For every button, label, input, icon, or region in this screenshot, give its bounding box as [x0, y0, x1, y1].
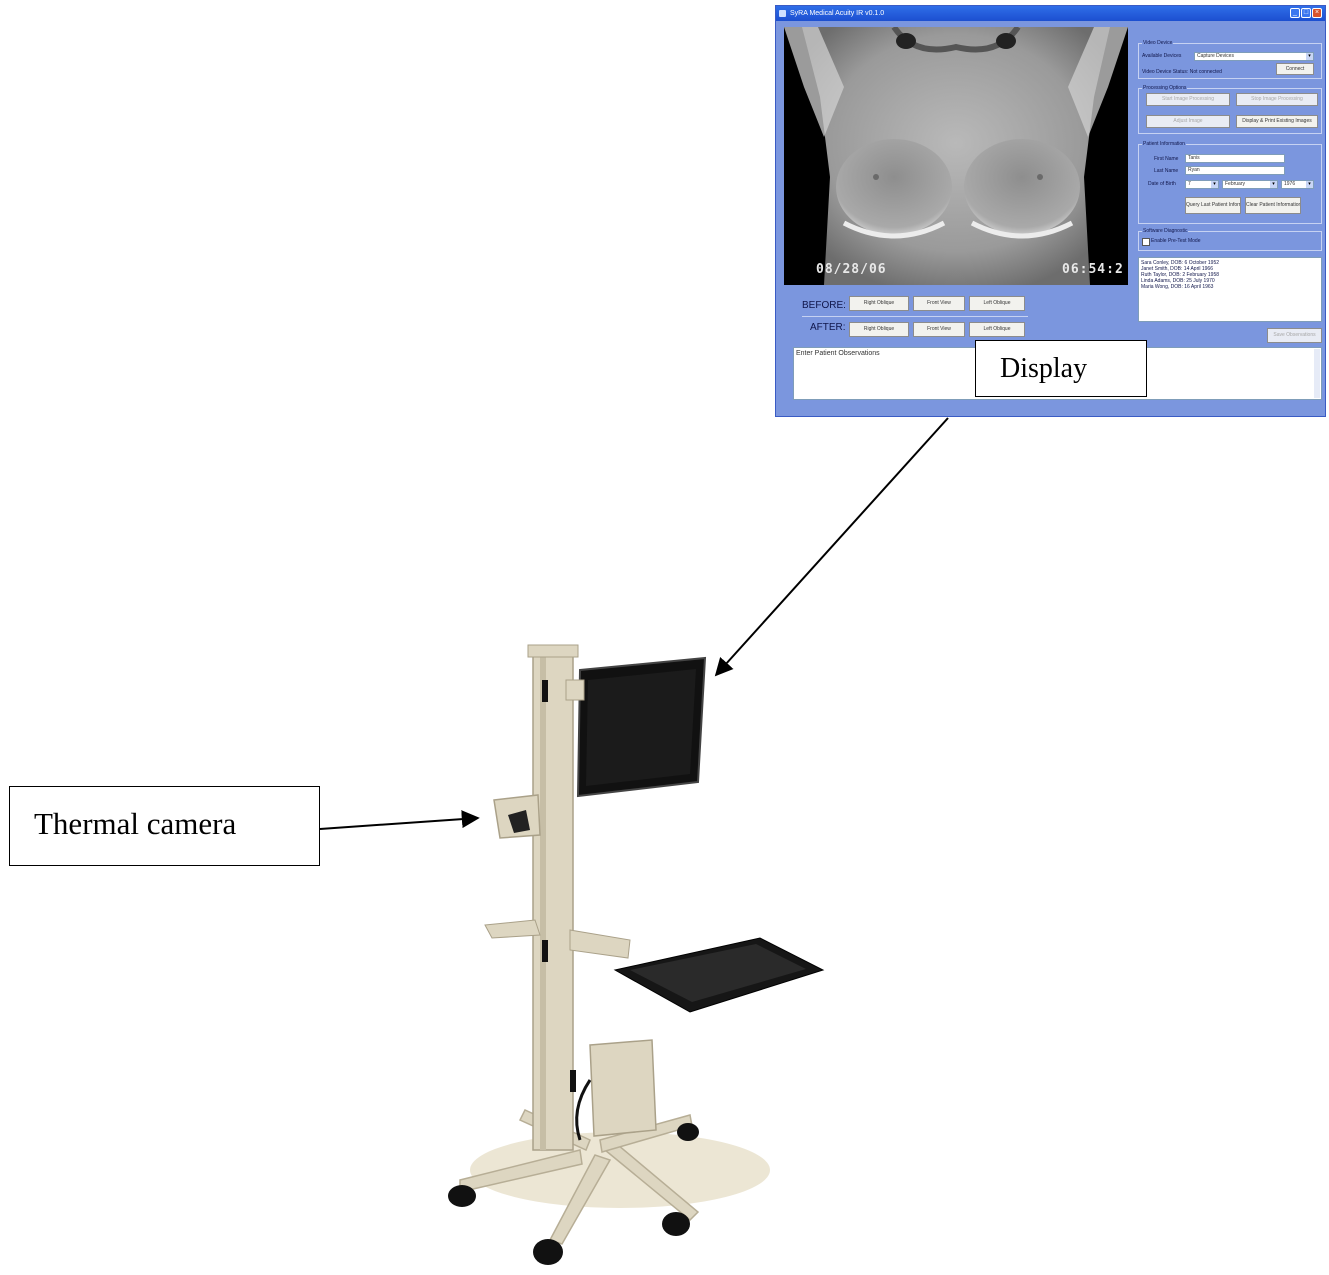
side-shelf: [485, 920, 540, 938]
after-right-oblique-button[interactable]: Right Oblique: [849, 322, 909, 337]
first-name-label: First Name: [1154, 156, 1178, 162]
dropdown-arrow-icon: ▾: [1306, 181, 1313, 188]
dob-label: Date of Birth: [1148, 181, 1176, 187]
column-cap: [528, 645, 578, 657]
first-name-field[interactable]: Tanis: [1185, 154, 1285, 163]
connect-button[interactable]: Connect: [1276, 63, 1314, 75]
patient-information-group-label: Patient Information: [1142, 141, 1186, 147]
after-front-view-button[interactable]: Front View: [913, 322, 965, 337]
available-devices-select[interactable]: Capture Devices ▾: [1194, 52, 1314, 61]
after-label: AFTER:: [810, 322, 846, 333]
column-rail: [540, 650, 546, 1150]
display-callout: Display: [975, 340, 1147, 397]
dob-day-select[interactable]: 7▾: [1185, 180, 1219, 189]
row-divider: [802, 316, 1028, 317]
dob-month-select[interactable]: February▾: [1222, 180, 1278, 189]
window-title: SyRA Medical Acuity IR v0.1.0: [790, 6, 884, 21]
list-item[interactable]: Maria Wong, DOB: 16 April 1963: [1141, 284, 1213, 290]
observations-scrollbar[interactable]: [1314, 349, 1320, 398]
thermal-image: [784, 27, 1128, 285]
before-left-oblique-button[interactable]: Left Oblique: [969, 296, 1025, 311]
thermal-imaging-cart: [430, 640, 830, 1275]
video-device-group-label: Video Device: [1142, 40, 1173, 46]
start-processing-button[interactable]: Start Image Processing: [1146, 93, 1230, 106]
save-observations-button[interactable]: Save Observations: [1267, 328, 1322, 343]
last-name-label: Last Name: [1154, 168, 1178, 174]
display-print-images-button[interactable]: Display & Print Existing Images: [1236, 115, 1318, 128]
power-cable: [577, 1080, 590, 1140]
app-icon: [779, 10, 786, 17]
capture-time: 06:54:2: [1062, 262, 1124, 277]
observations-placeholder: Enter Patient Observations: [796, 350, 880, 357]
after-left-oblique-button[interactable]: Left Oblique: [969, 322, 1025, 337]
thermal-camera-callout: Thermal camera: [9, 786, 320, 866]
dropdown-arrow-icon: ▾: [1306, 53, 1313, 60]
vertical-column: [533, 650, 573, 1150]
monitor-mount: [566, 680, 584, 700]
thermal-camera-callout-text: Thermal camera: [34, 806, 236, 841]
keyboard-arm: [570, 930, 630, 958]
pretest-mode-label: Enable Pre-Test Mode: [1151, 238, 1200, 244]
display-arrow: [716, 418, 948, 675]
software-diagnostic-group-label: Software Diagnostic: [1142, 228, 1188, 234]
query-last-patient-button[interactable]: Query Last Patient Information: [1185, 197, 1241, 214]
adjust-image-button[interactable]: Adjust Image: [1146, 115, 1230, 128]
dob-year-select[interactable]: 1976▾: [1281, 180, 1314, 189]
available-devices-label: Available Devices: [1142, 53, 1181, 59]
display-callout-text: Display: [1000, 353, 1087, 384]
before-right-oblique-button[interactable]: Right Oblique: [849, 296, 909, 311]
before-front-view-button[interactable]: Front View: [913, 296, 965, 311]
maximize-button[interactable]: □: [1301, 8, 1311, 18]
patient-list[interactable]: Sara Conley, DOB: 6 October 1952 Janet S…: [1138, 257, 1322, 322]
capture-date: 08/28/06: [816, 262, 887, 277]
monitor-screen: [586, 669, 696, 786]
stop-processing-button[interactable]: Stop Image Processing: [1236, 93, 1318, 106]
minimize-button[interactable]: _: [1290, 8, 1300, 18]
clear-patient-button[interactable]: Clear Patient Information: [1245, 197, 1301, 214]
title-bar: SyRA Medical Acuity IR v0.1.0 _ □ ×: [776, 6, 1325, 21]
pretest-mode-checkbox[interactable]: [1142, 238, 1150, 246]
dropdown-arrow-icon: ▾: [1270, 181, 1277, 188]
close-button[interactable]: ×: [1312, 8, 1322, 18]
thermal-image-view: 08/28/06 06:54:2: [784, 27, 1128, 285]
processing-options-group-label: Processing Options: [1142, 85, 1187, 91]
video-device-status: Video Device Status: Not connected: [1142, 69, 1222, 75]
before-label: BEFORE:: [802, 300, 846, 311]
dropdown-arrow-icon: ▾: [1211, 181, 1218, 188]
last-name-field[interactable]: Ryan: [1185, 166, 1285, 175]
cpu-enclosure: [590, 1040, 656, 1136]
